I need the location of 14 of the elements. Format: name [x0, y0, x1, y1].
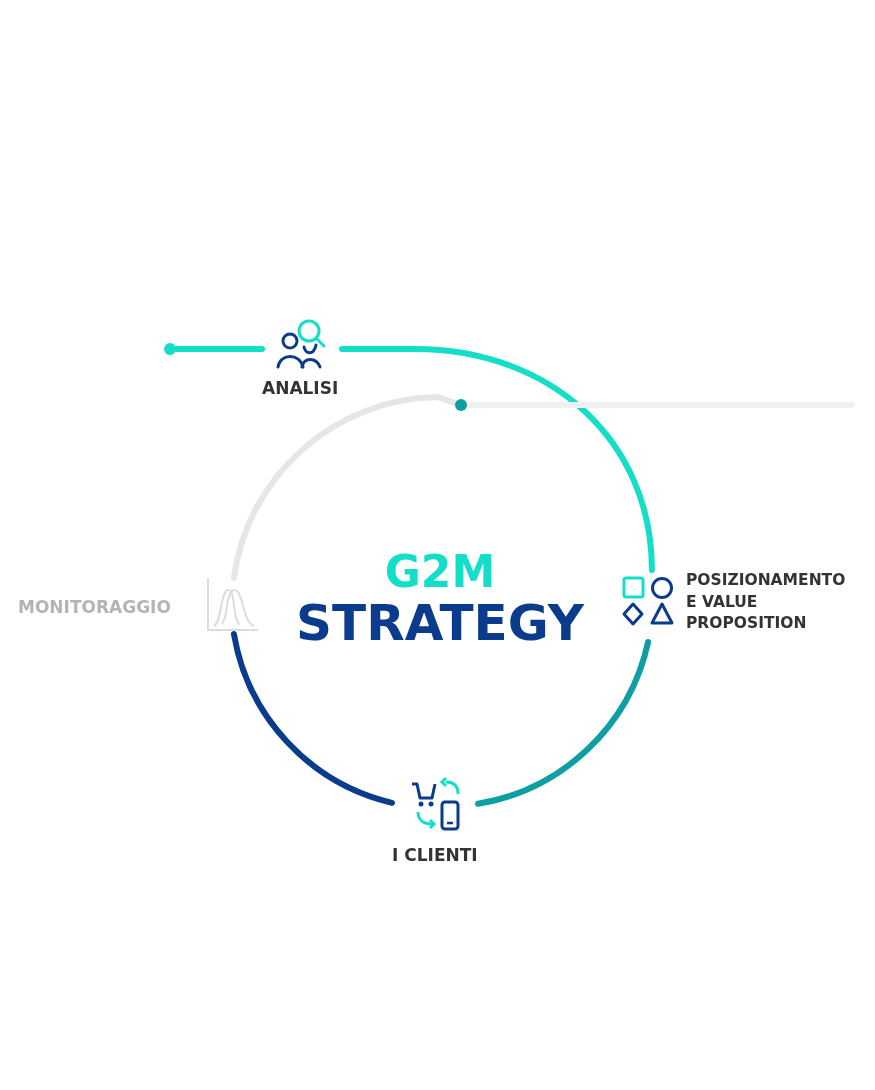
title-text: STRATEGY	[295, 598, 585, 648]
connector-arc	[339, 346, 655, 573]
connector-arc	[230, 394, 458, 581]
connector-arc	[475, 639, 652, 807]
connector-arc	[464, 402, 855, 408]
step-label: ANALISI	[262, 377, 339, 400]
step-label: I CLIENTI	[392, 844, 478, 867]
step-label: MONITORAGGIO	[18, 596, 171, 619]
connector-arc	[173, 346, 265, 352]
step-label: POSIZIONAMENTO E VALUE PROPOSITION	[686, 570, 847, 635]
title-text: G2M	[383, 550, 497, 594]
connector-arc	[230, 631, 395, 806]
dot-marker	[164, 343, 176, 355]
dot-marker	[455, 399, 467, 411]
